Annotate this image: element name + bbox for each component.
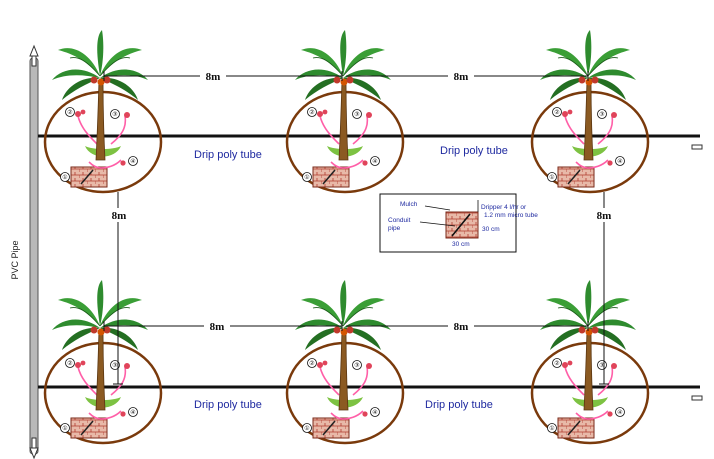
end-cap-bottom xyxy=(691,395,703,401)
markers-r2-c3: ② ③ ④ ① xyxy=(549,360,622,432)
svg-text:③: ③ xyxy=(354,111,359,118)
inset-conduit-label-2: pipe xyxy=(388,225,401,232)
end-cap-top xyxy=(691,144,703,150)
svg-text:④: ④ xyxy=(617,409,622,416)
inset-depth-label: 30 cm xyxy=(482,226,500,233)
inset-mulch-label: Mulch xyxy=(400,201,418,208)
inset-width-label: 30 cm xyxy=(452,241,470,248)
markers-r1-c3: ② ③ ④ ① xyxy=(549,109,622,181)
spacing-horizontal-r1: 8m 8m xyxy=(103,69,589,83)
svg-text:8m: 8m xyxy=(597,210,612,222)
svg-text:③: ③ xyxy=(354,362,359,369)
svg-text:8m: 8m xyxy=(112,210,127,222)
svg-text:②: ② xyxy=(554,360,559,367)
svg-text:②: ② xyxy=(67,109,72,116)
markers-r1-c1: ② ③ ④ ① xyxy=(62,109,135,181)
svg-text:③: ③ xyxy=(112,362,117,369)
svg-text:④: ④ xyxy=(372,158,377,165)
svg-text:②: ② xyxy=(67,360,72,367)
spacing-vertical-right: 8m xyxy=(593,192,615,385)
coconut-palm-r1-c3 xyxy=(539,29,637,161)
markers-r2-c1: ② ③ ④ ① xyxy=(62,360,135,432)
flow-arrow-up-icon xyxy=(29,44,39,57)
pvc-pipe xyxy=(29,57,39,455)
markers-r1-c2: ② ③ ④ ① xyxy=(304,109,377,181)
dripper-pit-inset: Mulch Conduit pipe Dripper 4 l/hr or 1.2… xyxy=(379,193,538,253)
svg-text:③: ③ xyxy=(112,111,117,118)
svg-text:①: ① xyxy=(304,174,309,181)
coconut-palm-r1-c2 xyxy=(294,29,392,161)
coconut-palm-r2-c2 xyxy=(294,279,392,411)
svg-text:8m: 8m xyxy=(210,321,225,333)
svg-text:①: ① xyxy=(549,174,554,181)
svg-text:①: ① xyxy=(62,425,67,432)
inset-conduit-label-1: Conduit xyxy=(388,217,411,224)
coconut-palm-r2-c3 xyxy=(539,279,637,411)
svg-text:④: ④ xyxy=(617,158,622,165)
coconut-palm-r1-c1 xyxy=(51,29,149,161)
svg-text:②: ② xyxy=(309,360,314,367)
svg-text:④: ④ xyxy=(372,409,377,416)
svg-text:③: ③ xyxy=(599,111,604,118)
svg-text:8m: 8m xyxy=(454,321,469,333)
svg-text:①: ① xyxy=(304,425,309,432)
pvc-pipe-label: PVC Pipe xyxy=(10,240,20,279)
svg-text:③: ③ xyxy=(599,362,604,369)
spacing-vertical-left: 8m xyxy=(108,192,130,385)
drip-tube-label-r1-c2: Drip poly tube xyxy=(440,145,508,157)
inset-dripper-label-2: 1.2 mm micro tube xyxy=(484,212,538,219)
drip-tube-label-r2-c2: Drip poly tube xyxy=(425,399,493,411)
coconut-palm-r2-c1 xyxy=(51,279,149,411)
svg-text:④: ④ xyxy=(130,409,135,416)
svg-text:②: ② xyxy=(554,109,559,116)
spacing-horizontal-r2: 8m 8m xyxy=(103,319,589,333)
drip-tube-label-r1-c1: Drip poly tube xyxy=(194,149,262,161)
markers-r2-c2: ② ③ ④ ① xyxy=(304,360,377,432)
svg-text:8m: 8m xyxy=(454,71,469,83)
svg-text:①: ① xyxy=(549,425,554,432)
svg-text:④: ④ xyxy=(130,158,135,165)
drip-tube-label-r2-c1: Drip poly tube xyxy=(194,399,262,411)
svg-text:8m: 8m xyxy=(206,71,221,83)
inset-dripper-label-1: Dripper 4 l/hr or xyxy=(481,204,527,211)
svg-text:①: ① xyxy=(62,174,67,181)
svg-text:②: ② xyxy=(309,109,314,116)
